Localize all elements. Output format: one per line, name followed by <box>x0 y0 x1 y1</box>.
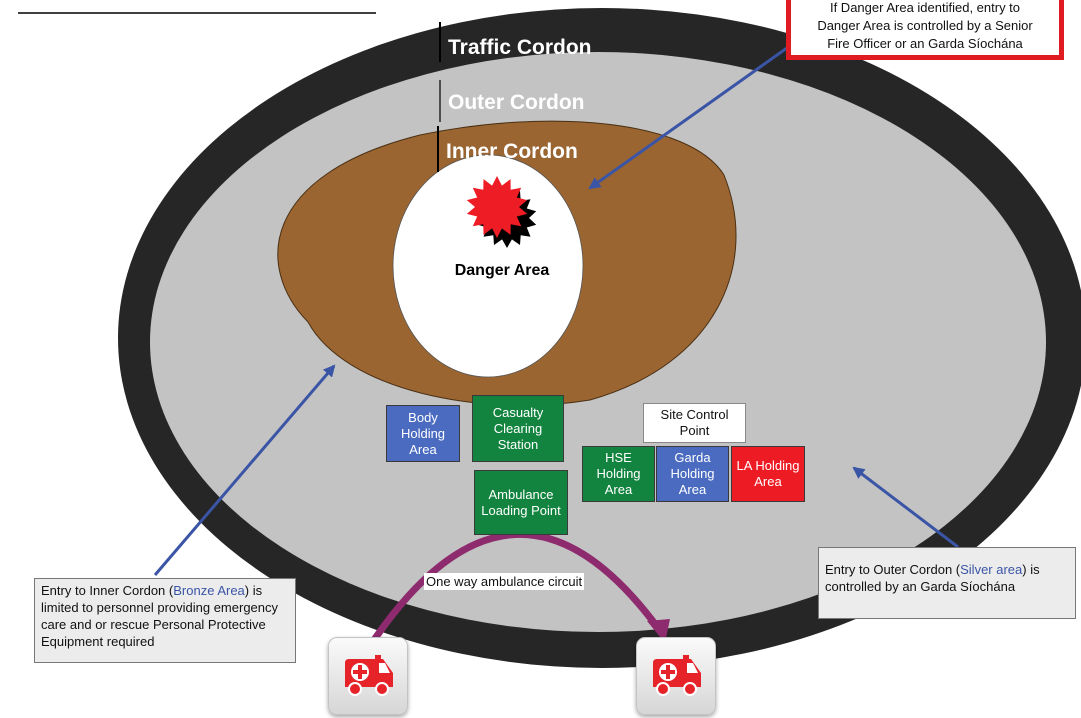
hse-holding-area: HSE Holding Area <box>582 446 655 502</box>
ambulance-tile-entry <box>328 637 408 715</box>
inner-note-suffix: ) is limited to personnel providing emer… <box>41 583 279 649</box>
danger-note-line-2: Danger Area is controlled by a Senior <box>817 18 1033 33</box>
inner-note-prefix: Entry to Inner Cordon ( <box>41 583 174 598</box>
danger-note-line-3: Fire Officer or an Garda Síochána <box>827 36 1023 51</box>
danger-note-line-1: If Danger Area identified, entry to <box>829 0 1021 15</box>
outer-note-prefix: Entry to Outer Cordon ( <box>825 562 961 577</box>
ambulance-icon <box>653 655 701 696</box>
traffic-cordon-label: Traffic Cordon <box>448 36 592 59</box>
garda-holding-area: Garda Holding Area <box>656 446 729 502</box>
inner-cordon-note: Entry to Inner Cordon (Bronze Area) is l… <box>34 578 296 663</box>
ambulance-tile-exit <box>636 637 716 715</box>
danger-area-label: Danger Area <box>455 262 550 279</box>
danger-area-note: If Danger Area identified, entry to Dang… <box>786 0 1064 60</box>
outer-cordon-label: Outer Cordon <box>448 91 585 114</box>
ambulance-circuit-label: One way ambulance circuit <box>424 573 585 590</box>
body-holding-area: Body Holding Area <box>386 405 460 462</box>
outer-note-suffix: ) is controlled by an Garda Síochána <box>825 562 1040 594</box>
ambulance-loading-point: Ambulance Loading Point <box>474 470 568 535</box>
inner-cordon-label: Inner Cordon <box>446 140 578 163</box>
casualty-clearing-station: Casualty Clearing Station <box>472 395 564 462</box>
starburst-front <box>466 176 528 238</box>
inner-arrow <box>153 364 336 576</box>
ambulance-icon <box>345 655 393 696</box>
danger-area-circle <box>392 154 584 378</box>
starburst-icon <box>466 176 537 248</box>
bronze-area-highlight: Bronze Area <box>173 583 245 598</box>
outer-cordon-note: Entry to Outer Cordon (Silver area) is c… <box>818 547 1076 619</box>
outer-arrow <box>852 466 959 549</box>
danger-arrow <box>588 31 809 190</box>
site-control-point: Site Control Point <box>643 403 746 443</box>
la-holding-area: LA Holding Area <box>731 446 805 502</box>
silver-area-highlight: Silver area <box>960 562 1023 577</box>
